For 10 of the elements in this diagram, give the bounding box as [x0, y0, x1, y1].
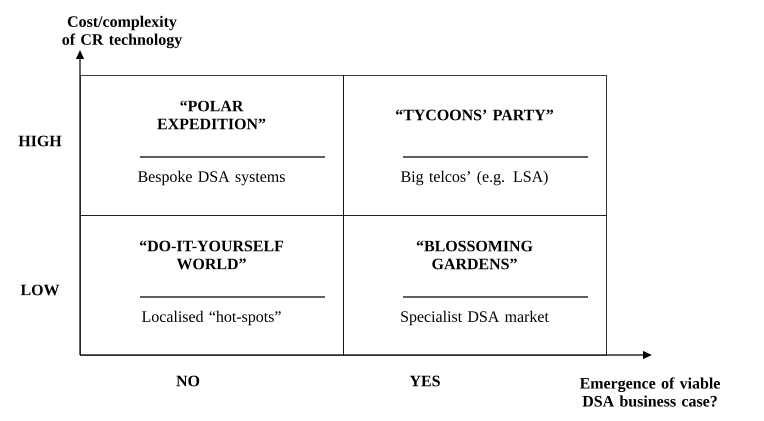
- axis-label: NO: [176, 376, 200, 386]
- axis-label: YES: [410, 376, 440, 386]
- quadrant-box: “POLAR EXPEDITION” Bespoke DSA systems: [80, 75, 344, 216]
- quadrant-box: “TYCOONS’ PARTY” Big telcos’ (e.g. LSA): [343, 75, 607, 216]
- quadrant-box: “DO-IT-YOURSELF WORLD” Localised “hot-spots”: [80, 215, 344, 356]
- axis-label: HIGH: [18, 136, 62, 146]
- axis-title: Emergence of viable DSA business case?: [580, 377, 720, 407]
- axis-label: LOW: [20, 284, 60, 296]
- quadrant-box: “BLOSSOMING GARDENS” Specialist DSA market: [343, 215, 607, 356]
- axis-title: Cost/complexity of CR technology: [62, 16, 182, 48]
